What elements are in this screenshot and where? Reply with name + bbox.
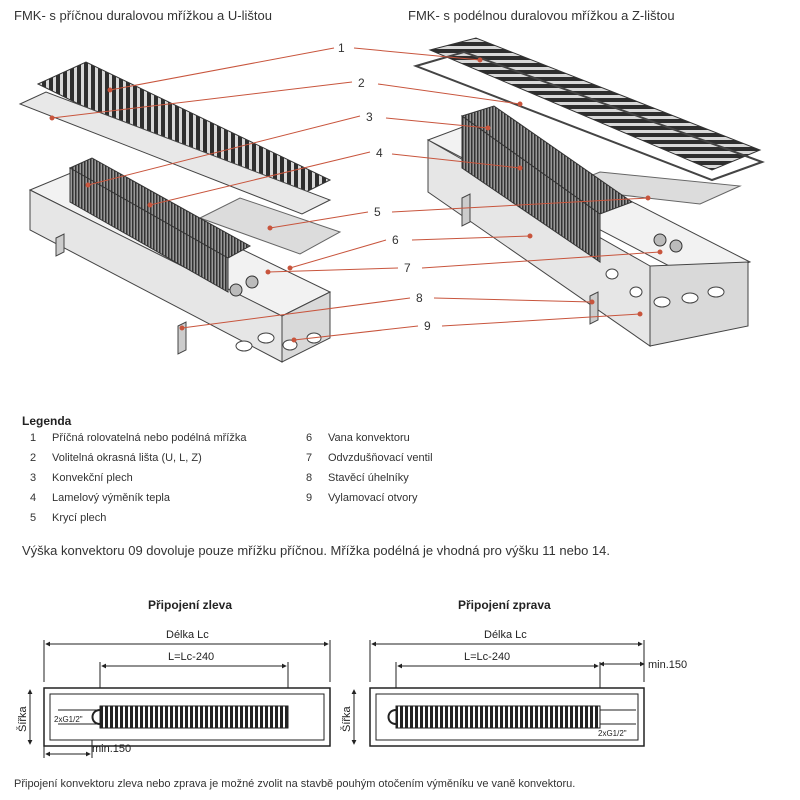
callout-4: 4 (376, 146, 383, 160)
footer-note: Připojení konvektoru zleva nebo zprava j… (14, 778, 576, 790)
callout-1: 1 (338, 41, 345, 55)
right-connection-title: Připojení zprava (458, 598, 551, 612)
legend-heading: Legenda (22, 414, 72, 428)
right-connection-drawing: Délka Lc L=Lc-240 min.150 2xG1/2" Šířka (340, 629, 687, 747)
callout-3: 3 (366, 110, 373, 124)
callout-7: 7 (404, 261, 411, 275)
left-frame (18, 91, 332, 215)
left-exchanger-label: L=Lc-240 (168, 651, 214, 663)
exploded-view-illustration: 1 2 3 4 5 6 7 8 9 (18, 37, 765, 363)
right-tub-end (649, 261, 749, 347)
left-connection-title: Připojení zleva (148, 598, 233, 612)
callout-5: 5 (374, 205, 381, 219)
callout-8: 8 (416, 291, 423, 305)
right-width-label: Šířka (340, 705, 353, 732)
connection-drawings: Délka Lc L=Lc-240 2xG1/2" Šířka min.150 … (16, 629, 687, 758)
right-length-label: Délka Lc (484, 629, 527, 641)
right-exchanger-label: L=Lc-240 (464, 651, 510, 663)
left-diagram-title: FMK- s příčnou duralovou mřížkou a U-liš… (14, 8, 272, 23)
right-min-label: min.150 (648, 659, 687, 671)
height-note: Výška konvektoru 09 dovoluje pouze mřížk… (22, 543, 610, 558)
right-diagram-title: FMK- s podélnou duralovou mřížkou a Z-li… (408, 8, 675, 23)
left-width-label: Šířka (16, 705, 29, 732)
left-length-label: Délka Lc (166, 629, 209, 641)
right-pipe-label: 2xG1/2" (598, 729, 627, 738)
left-connection-drawing: Délka Lc L=Lc-240 2xG1/2" Šířka min.150 (16, 629, 331, 758)
callout-9: 9 (424, 319, 431, 333)
left-pipe-label: 2xG1/2" (54, 715, 83, 724)
right-grate (428, 37, 762, 171)
left-min-label: min.150 (92, 743, 131, 755)
callout-6: 6 (392, 233, 399, 247)
callout-2: 2 (358, 76, 365, 90)
